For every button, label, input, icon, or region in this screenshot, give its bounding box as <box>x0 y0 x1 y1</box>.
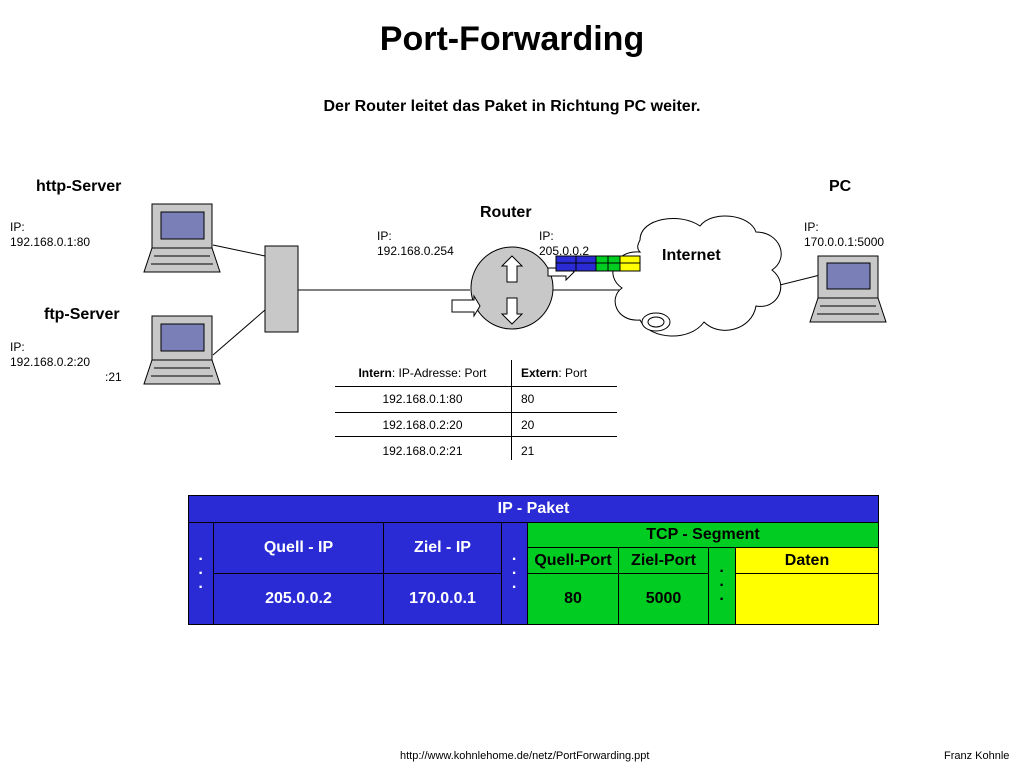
pc-ip: IP: 170.0.0.1:5000 <box>804 220 884 250</box>
page-title: Port-Forwarding <box>379 20 645 58</box>
port-table-intern: 192.168.0.2:20 <box>382 418 463 432</box>
router-ip-internal-value: 192.168.0.254 <box>377 244 454 258</box>
quell-ip-value: 205.0.0.2 <box>213 573 384 625</box>
tcp-segment-header: TCP - Segment <box>527 522 879 548</box>
internet-label: Internet <box>662 247 721 264</box>
table-row: 192.168.0.2:21 21 <box>335 438 617 464</box>
router-ip-external: IP: 205.0.0.2 <box>539 229 589 259</box>
quell-port-label: Quell-Port <box>527 547 619 574</box>
port-table-header: Intern: IP-Adresse: Port Extern: Port <box>335 360 617 386</box>
pc-computer-icon <box>809 255 887 323</box>
ip-header-dots-right: ··· <box>501 522 528 625</box>
port-table-header-intern: Intern: IP-Adresse: Port <box>358 366 487 380</box>
table-row: 192.168.0.1:80 80 <box>335 386 617 412</box>
http-server-ip-value: 192.168.0.1:80 <box>10 235 91 249</box>
quell-port-value: 80 <box>527 573 619 625</box>
ziel-port-label: Ziel-Port <box>618 547 709 574</box>
http-server-ip: IP: 192.168.0.1:80 <box>10 220 90 250</box>
switch-icon <box>264 245 299 333</box>
ziel-ip-label: Ziel - IP <box>383 522 502 574</box>
ip-header-dots-left: ··· <box>188 522 214 625</box>
port-table-extern: 20 <box>521 418 535 432</box>
router-icon <box>451 246 575 330</box>
http-server-label: http-Server <box>36 178 122 195</box>
router-ip-internal-label: IP: <box>377 229 392 243</box>
ftp-server-ip: IP: 192.168.0.2:20 :21 <box>10 340 122 385</box>
port-table-intern: 192.168.0.1:80 <box>382 392 463 406</box>
table-row: 192.168.0.2:20 20 <box>335 412 617 438</box>
link-ftp-switch <box>212 309 266 356</box>
router-ip-external-value: 205.0.0.2 <box>539 244 590 258</box>
tcp-header-dots: ··· <box>708 547 736 625</box>
port-table-header-extern: Extern: Port <box>521 366 588 380</box>
ftp-server-ip-value: 192.168.0.2:20 <box>10 355 91 369</box>
quell-ip-label: Quell - IP <box>213 522 384 574</box>
http-server-ip-label: IP: <box>10 220 25 234</box>
ftp-server-ip-label: IP: <box>10 340 25 354</box>
internet-cloud-icon <box>612 215 782 337</box>
page-subtitle: Der Router leitet das Paket in Richtung … <box>323 98 701 115</box>
ftp-server-ip-extra: :21 <box>105 370 122 384</box>
pc-label: PC <box>829 178 852 195</box>
ip-packet-table: IP - Paket ··· Quell - IP Ziel - IP ··· … <box>188 495 879 625</box>
daten-label: Daten <box>735 547 879 574</box>
ftp-server-label: ftp-Server <box>44 306 120 323</box>
port-table-extern: 21 <box>521 444 535 458</box>
port-table-extern: 80 <box>521 392 535 406</box>
http-server-computer-icon <box>143 203 221 273</box>
router-ip-internal: IP: 192.168.0.254 <box>377 229 454 259</box>
port-table-divider <box>511 360 512 460</box>
pc-ip-label: IP: <box>804 220 819 234</box>
port-table-intern: 192.168.0.2:21 <box>382 444 463 458</box>
ip-packet-header: IP - Paket <box>188 495 879 523</box>
daten-value <box>735 573 879 625</box>
port-forwarding-table: Intern: IP-Adresse: Port Extern: Port 19… <box>335 360 617 464</box>
footer-url: http://www.kohnlehome.de/netz/PortForwar… <box>400 750 650 762</box>
router-label: Router <box>480 204 532 221</box>
packet-icon <box>555 255 641 272</box>
ftp-server-computer-icon <box>143 315 221 385</box>
footer-author: Franz Kohnle <box>944 750 1010 762</box>
ziel-port-value: 5000 <box>618 573 709 625</box>
link-http-switch <box>212 244 266 257</box>
ziel-ip-value: 170.0.0.1 <box>383 573 502 625</box>
pc-ip-value: 170.0.0.1:5000 <box>804 235 885 249</box>
router-ip-external-label: IP: <box>539 229 554 243</box>
